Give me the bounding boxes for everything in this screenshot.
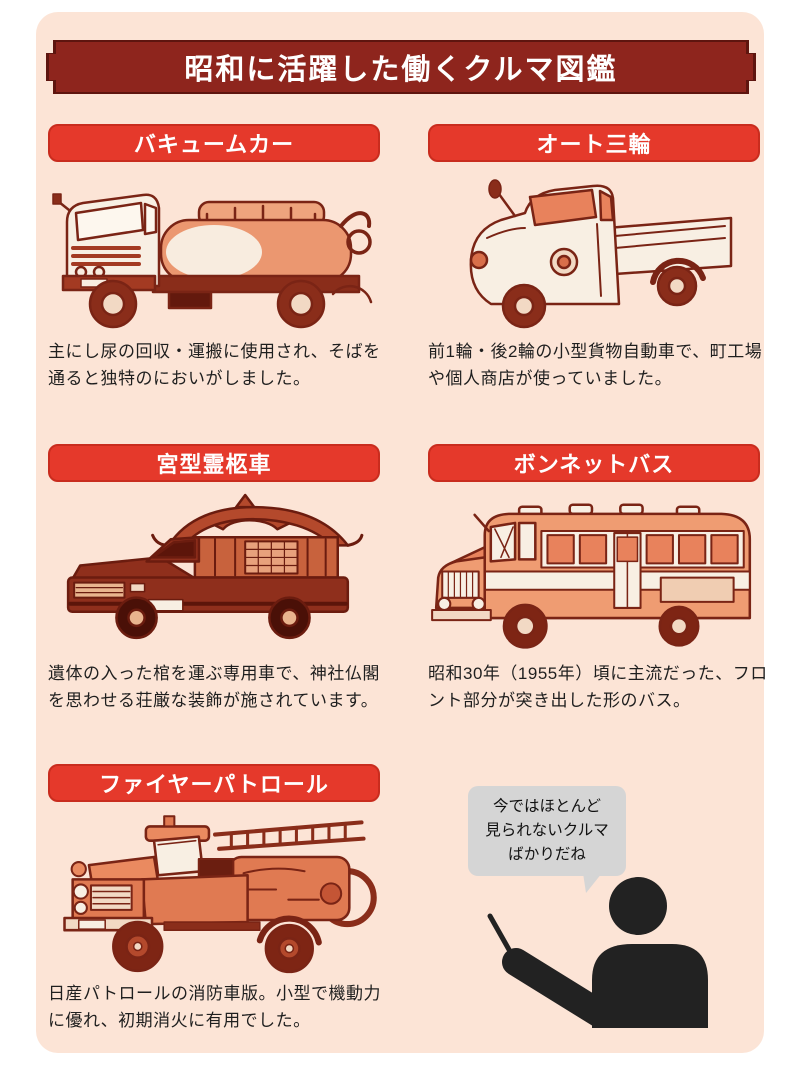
- instructor-silhouette-icon: [450, 868, 770, 1043]
- header-banner: 昭和に活躍した働くクルマ図鑑: [46, 40, 756, 94]
- entry-description: 前1輪・後2輪の小型貨物自動車で、町工場や個人商店が使っていました。: [428, 342, 763, 389]
- entry-description: 日産パトロールの消防車版。小型で機動力に優れ、初期消火に有用でした。: [48, 984, 382, 1031]
- entry-description: 遺体の入った棺を運ぶ専用車で、神社仏閣を思わせる荘厳な装飾が施されています。: [48, 664, 380, 711]
- page-title: 昭和に活躍した働くクルマ図鑑: [184, 54, 618, 86]
- entry-label-bonnet-bus: ボンネットバス: [428, 444, 760, 482]
- entry-description: 主にし尿の回収・運搬に使用され、そばを通ると独特のにおいがしました。: [48, 342, 381, 389]
- entry-label-fire-patrol: ファイヤーパトロール: [48, 764, 380, 802]
- entry-label-shrine-hearse: 宮型霊柩車: [48, 444, 380, 482]
- speech-bubble-text: 今ではほとんど 見られないクルマ ばかりだね: [485, 797, 609, 863]
- entry-label-auto-three-wheeler: オート三輪: [428, 124, 760, 162]
- shrine-hearse-illustration: [48, 486, 380, 654]
- entry-title: 宮型霊柩車: [156, 452, 272, 477]
- fire-patrol-illustration: [42, 800, 382, 978]
- bonnet-bus-illustration: [422, 486, 766, 654]
- entry-title: ファイヤーパトロール: [99, 772, 329, 797]
- entry-title: ボンネットバス: [513, 452, 675, 477]
- entry-title: オート三輪: [536, 132, 652, 157]
- silhouette-body: [592, 944, 708, 1028]
- entry-label-vacuum-car: バキュームカー: [48, 124, 380, 162]
- silhouette-head: [609, 877, 667, 935]
- auto-three-wheeler-illustration: [428, 168, 760, 333]
- speech-bubble: 今ではほとんど 見られないクルマ ばかりだね: [468, 786, 626, 893]
- silhouette-arm: [502, 948, 614, 1028]
- entry-title: バキュームカー: [133, 132, 295, 157]
- entry-description: 昭和30年（1955年）頃に主流だった、フロント部分が突き出した形のバス。: [428, 664, 768, 711]
- vacuum-truck-illustration: [48, 168, 380, 333]
